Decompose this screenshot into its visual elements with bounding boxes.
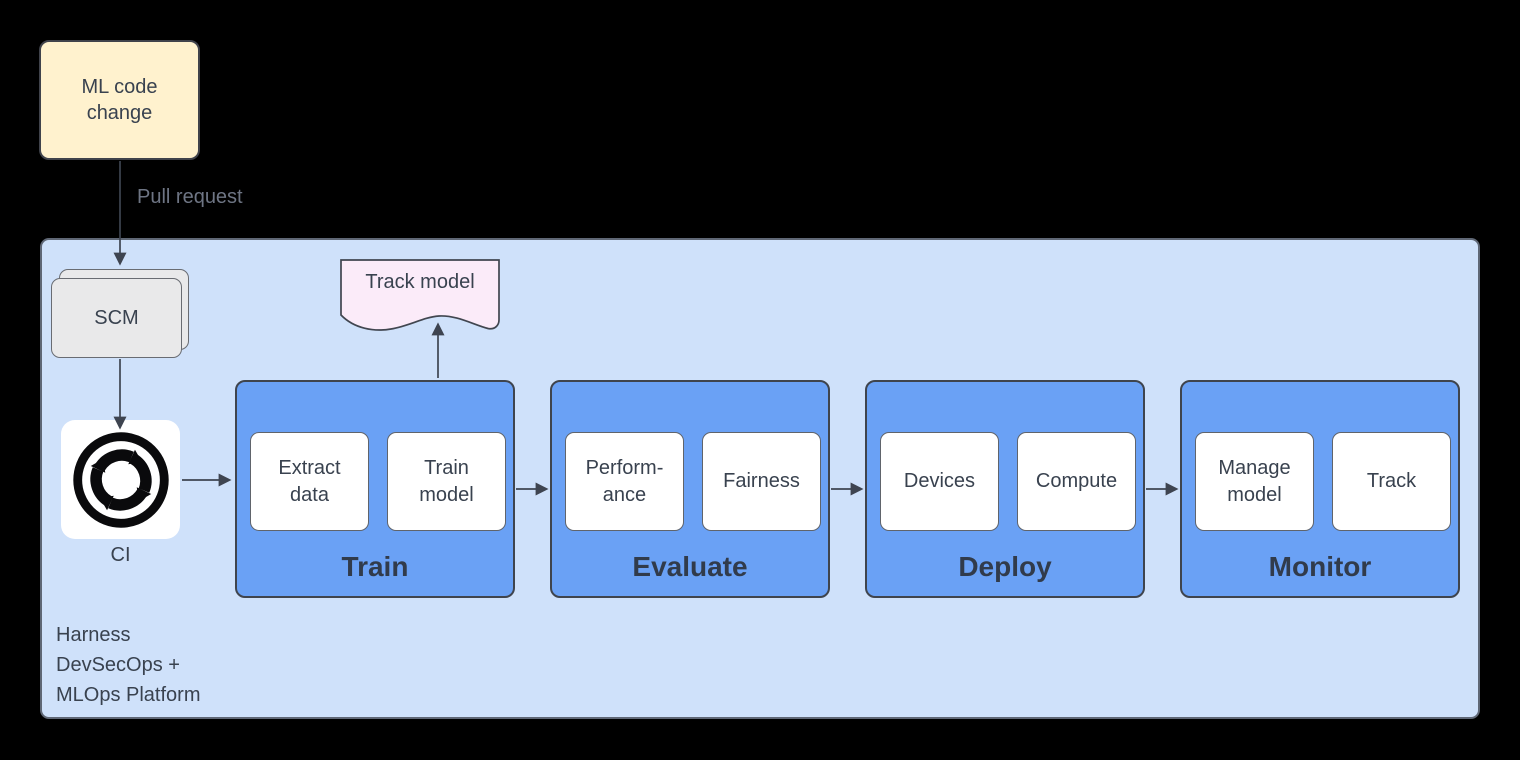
ml-code-change-node: ML code change <box>39 40 200 160</box>
stage-item: Compute <box>1017 432 1136 531</box>
document-shape <box>340 259 500 331</box>
ml-code-change-label: ML code change <box>81 76 158 124</box>
stage-train: Extract data Train model Train <box>235 380 515 598</box>
stage-item: Devices <box>880 432 999 531</box>
stage-item: Train model <box>387 432 506 531</box>
pull-request-label: Pull request <box>137 186 243 208</box>
stage-item: Manage model <box>1195 432 1314 531</box>
stage-title: Evaluate <box>632 551 748 582</box>
stage-deploy: Devices Compute Deploy <box>865 380 1145 598</box>
stage-evaluate: Perform- ance Fairness Evaluate <box>550 380 830 598</box>
stage-title: Monitor <box>1268 551 1372 582</box>
track-model-doc: Track model <box>340 259 500 335</box>
stage-title: Deploy <box>958 551 1052 582</box>
ci-label: CI <box>110 544 131 566</box>
stage-item: Extract data <box>250 432 369 531</box>
stage-item: Fairness <box>702 432 821 531</box>
scm-node: SCM <box>51 278 182 358</box>
stage-monitor: Manage model Track Monitor <box>1180 380 1460 598</box>
track-model-label: Track model <box>365 271 475 293</box>
platform-caption: Harness DevSecOps + MLOps Platform <box>56 624 201 706</box>
ci-node <box>61 420 180 539</box>
scm-label: SCM <box>94 306 139 329</box>
ci-cycle-arrows-icon <box>72 431 169 528</box>
stage-item: Perform- ance <box>565 432 684 531</box>
stage-title: Train <box>341 551 409 582</box>
stage-item: Track <box>1332 432 1451 531</box>
